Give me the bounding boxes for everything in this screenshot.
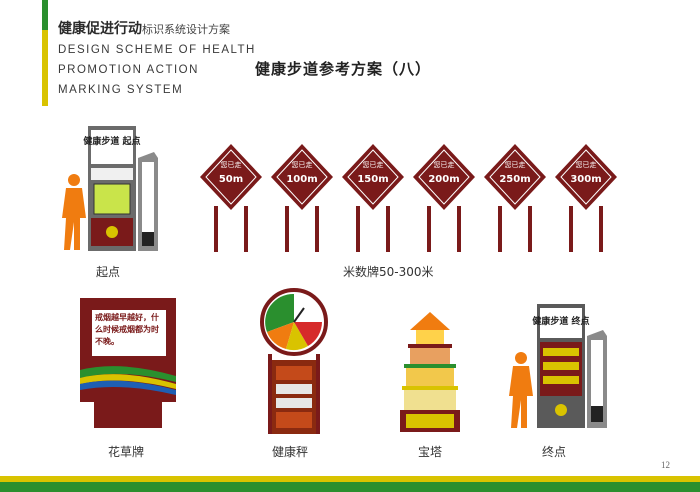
distance-marker-1-value: 50m (219, 174, 243, 185)
distance-marker-1-label: 您已走 (221, 160, 242, 169)
distance-marker-1: 您已走 50m (200, 144, 262, 252)
page-number: 12 (661, 460, 670, 470)
page-title: 健康步道参考方案（八） (255, 60, 432, 78)
distance-marker-3: 您已走 150m (342, 144, 404, 252)
distance-marker-5-value: 250m (499, 174, 530, 185)
end-sign-illustration: 健康步道 终点 (509, 304, 607, 428)
distance-marker-4-label: 您已走 (434, 160, 455, 169)
start-sign-text: 健康步道 起点 (83, 135, 140, 147)
header-title-cn: 健康促进行动 (58, 21, 142, 37)
header-title-en-line-1: DESIGN SCHEME OF HEALTH (58, 44, 256, 56)
start-sign-caption: 起点 (96, 265, 121, 279)
distance-marker-5-label: 您已走 (505, 160, 526, 169)
start-sign-illustration: 健康步道 起点 (62, 126, 158, 251)
distance-marker-6-label: 您已走 (576, 160, 597, 169)
header-accent-bar (42, 0, 48, 106)
distance-marker-4: 您已走 200m (413, 144, 475, 252)
distance-marker-4-value: 200m (428, 174, 459, 185)
header-title-cn-sub: 标识系统设计方案 (142, 23, 230, 36)
distance-marker-3-label: 您已走 (363, 160, 384, 169)
header-title-en-line-3: MARKING SYSTEM (58, 84, 184, 96)
header-title: 健康促进行动标识系统设计方案 (58, 18, 230, 38)
end-sign-caption: 终点 (542, 445, 567, 459)
distance-marker-6-value: 300m (570, 174, 601, 185)
flowerbed-sign-illustration: 戒烟越早越好，什么时候戒烟都为时不晚。 (80, 298, 176, 430)
distance-markers-caption: 米数牌50-300米 (343, 265, 434, 279)
distance-marker-5: 您已走 250m (484, 144, 546, 252)
health-scale-caption: 健康秤 (272, 445, 309, 459)
distance-marker-2-value: 100m (286, 174, 317, 185)
end-sign-text: 健康步道 终点 (532, 315, 589, 327)
distance-marker-2: 您已走 100m (271, 144, 333, 252)
flowerbed-sign-caption: 花草牌 (108, 445, 145, 459)
distance-marker-3-value: 150m (357, 174, 388, 185)
health-scale-illustration (260, 288, 328, 434)
distance-markers-illustration: 您已走 50m 您已走 100m 您已走 150m 您已走 200m 您已走 2… (200, 144, 617, 252)
header-title-en-line-2: PROMOTION ACTION (58, 64, 199, 76)
distance-marker-2-label: 您已走 (292, 160, 313, 169)
distance-marker-6: 您已走 300m (555, 144, 617, 252)
flowerbed-sign-text: 戒烟越早越好，什么时候戒烟都为时不晚。 (92, 310, 166, 356)
footer-green-stripe (0, 482, 700, 492)
footer-yellow-stripe (0, 476, 700, 482)
pagoda-illustration (400, 312, 460, 432)
pagoda-caption: 宝塔 (418, 445, 443, 459)
